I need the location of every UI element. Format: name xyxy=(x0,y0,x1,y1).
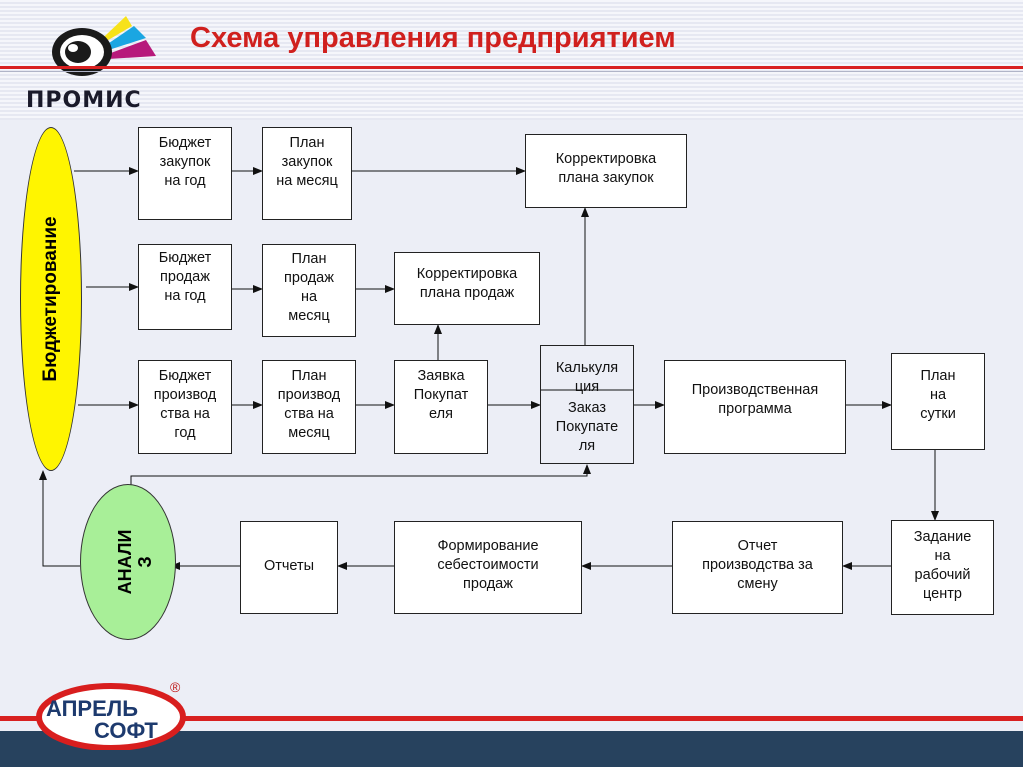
april-logo-line2: СОФТ xyxy=(94,718,158,743)
production-budget-text: Бюджет производ ства на год xyxy=(153,368,217,441)
purchase-correction-box: Корректировка плана закупок xyxy=(525,134,687,208)
purchase-correction-text: Корректировка плана закупок xyxy=(555,151,657,186)
production-program-text: Производственная программа xyxy=(691,382,819,417)
calculation-order-box: Калькуля ция Заказ Покупате ля xyxy=(540,345,634,464)
daily-plan-box: План на сутки xyxy=(891,353,985,450)
shift-report-box: Отчет производства за смену xyxy=(672,521,843,614)
calculation-text: Калькуля ция xyxy=(555,360,619,395)
page-title: Схема управления предприятием xyxy=(190,22,676,54)
reports-box: Отчеты xyxy=(240,521,338,614)
customer-request-text: Заявка Покупат еля xyxy=(413,368,469,422)
header-red-line xyxy=(0,66,1023,69)
daily-plan-text: План на сутки xyxy=(920,368,956,422)
production-plan-text: План производ ства на месяц xyxy=(277,368,341,441)
registered-mark: ® xyxy=(170,679,181,695)
purchase-plan-box: План закупок на месяц xyxy=(262,127,352,220)
eye-logo-icon xyxy=(52,16,156,76)
april-soft-logo-icon: АПРЕЛЬ СОФТ xyxy=(36,683,186,750)
cost-formation-box: Формирование себестоимости продаж xyxy=(394,521,582,614)
sales-plan-text: План продаж на месяц xyxy=(284,251,334,324)
cost-formation-text: Формирование себестоимости продаж xyxy=(437,538,539,592)
footer-red-line xyxy=(0,716,1023,721)
sales-correction-box: Корректировка плана продаж xyxy=(394,252,540,325)
shift-report-text: Отчет производства за смену xyxy=(702,538,813,592)
header-red-line-thin xyxy=(0,71,1023,72)
header-background xyxy=(0,0,1023,120)
work-center-task-text: Задание на рабочий центр xyxy=(913,529,972,602)
reports-text: Отчеты xyxy=(263,558,315,574)
sales-budget-text: Бюджет продаж на год xyxy=(158,250,212,304)
work-center-task-box: Задание на рабочий центр xyxy=(891,520,994,615)
purchase-budget-text: Бюджет закупок на год xyxy=(158,135,212,189)
production-program-box: Производственная программа xyxy=(664,360,846,454)
promis-logo-text: ПРОМИС xyxy=(26,88,142,113)
april-logo-line1: АПРЕЛЬ xyxy=(46,696,138,721)
budgeting-ellipse xyxy=(20,127,82,471)
budgeting-label: Бюджетирование xyxy=(40,216,61,382)
customer-order-text: Заказ Покупате ля xyxy=(555,400,619,454)
customer-request-box: Заявка Покупат еля xyxy=(394,360,488,454)
sales-correction-text: Корректировка плана продаж xyxy=(416,266,518,301)
purchase-budget-box: Бюджет закупок на год xyxy=(138,127,232,220)
production-budget-box: Бюджет производ ства на год xyxy=(138,360,232,454)
purchase-plan-text: План закупок на месяц xyxy=(276,135,338,189)
sales-budget-box: Бюджет продаж на год xyxy=(138,244,232,330)
analysis-ellipse xyxy=(80,484,176,640)
analysis-label: АНАЛИ З xyxy=(115,529,155,595)
production-plan-box: План производ ства на месяц xyxy=(262,360,356,454)
sales-plan-box: План продаж на месяц xyxy=(262,244,356,337)
